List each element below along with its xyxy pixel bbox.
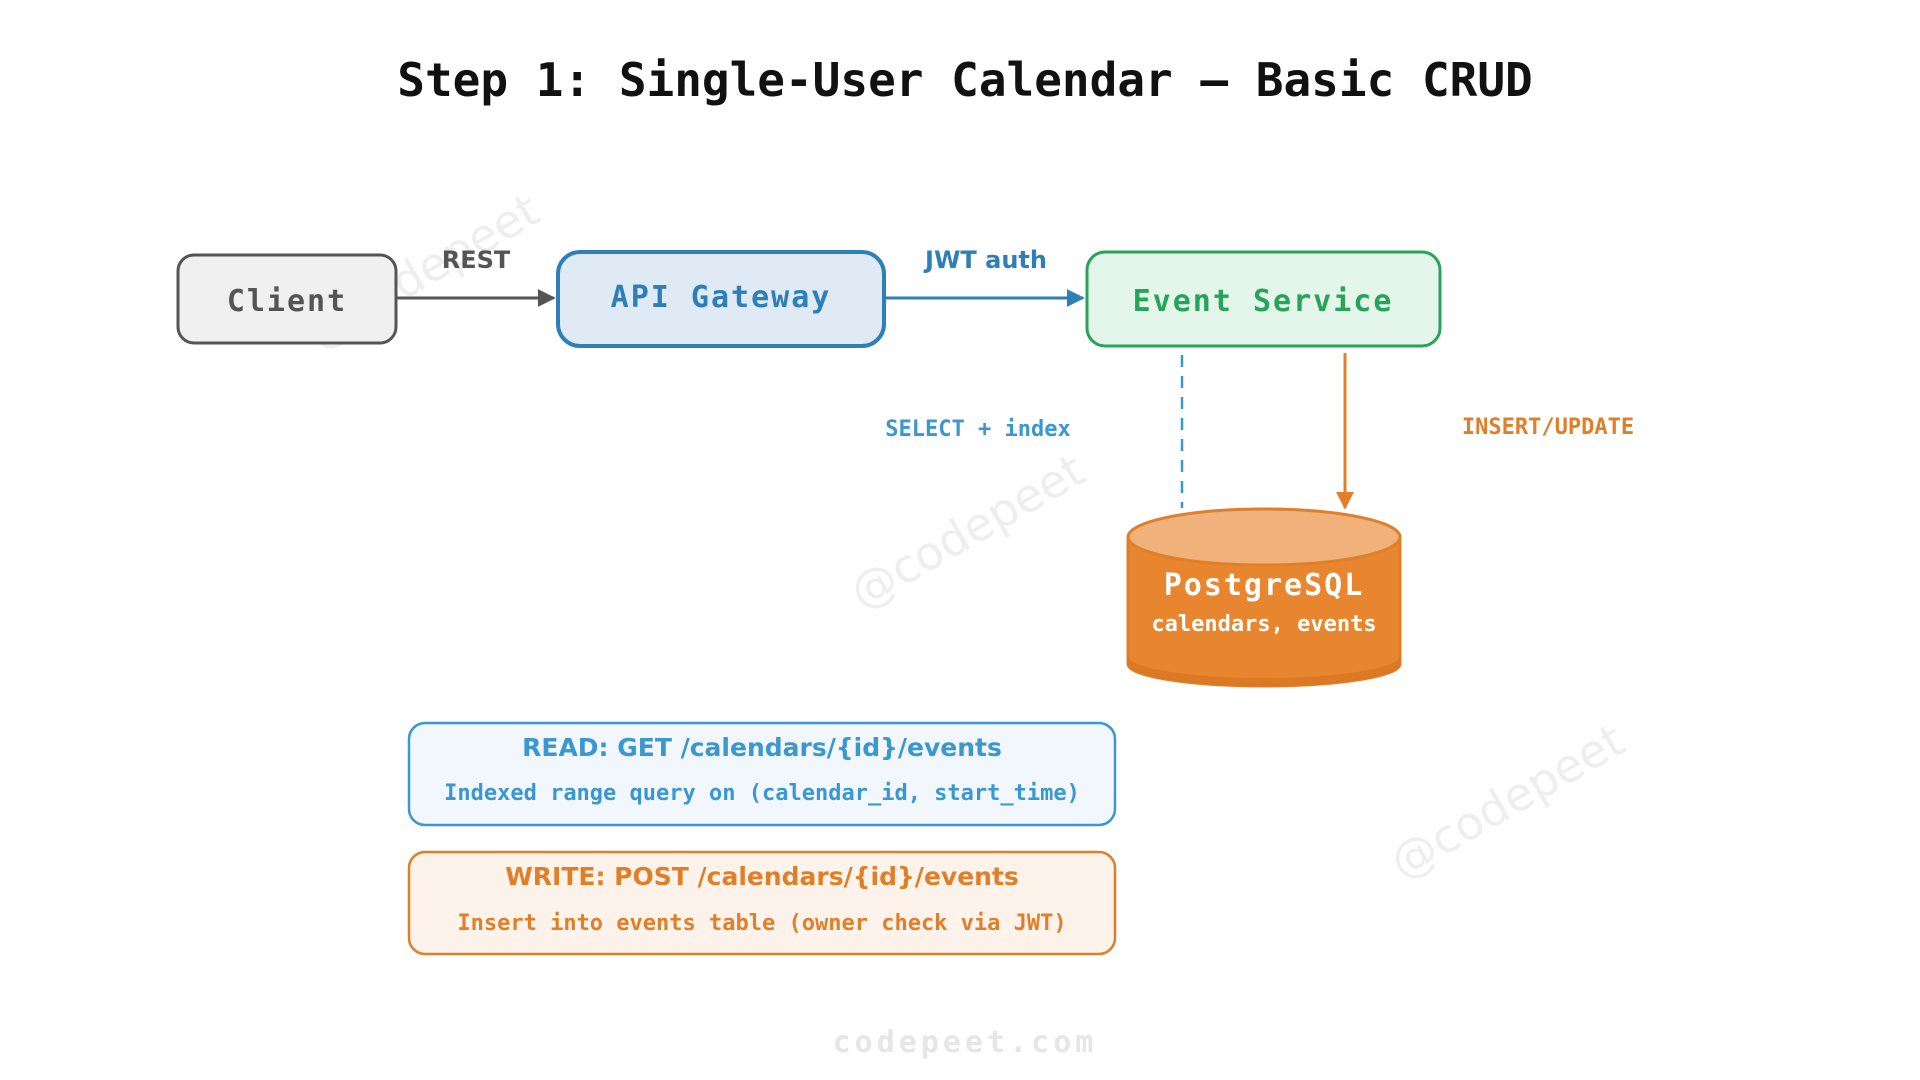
watermark: @codepeet [841, 443, 1094, 620]
footer-brand: codepeet.com [833, 1025, 1098, 1060]
note-write-title: WRITE: POST /calendars/{id}/events [505, 862, 1019, 891]
page-title: Step 1: Single-User Calendar — Basic CRU… [397, 53, 1532, 107]
note-read-detail: Indexed range query on (calendar_id, sta… [444, 781, 1080, 806]
node-client: Client [176, 253, 398, 345]
node-api-gateway: API Gateway [556, 250, 886, 348]
note-write: WRITE: POST /calendars/{id}/events Inser… [407, 850, 1117, 956]
node-event-service-label: Event Service [1133, 284, 1394, 319]
watermark: @codepeet [1381, 713, 1634, 890]
edge-label-jwt-auth: JWT auth [923, 246, 1047, 274]
edge-label-select-index: SELECT + index [885, 417, 1070, 442]
note-read: READ: GET /calendars/{id}/events Indexed… [407, 721, 1117, 827]
note-write-detail: Insert into events table (owner check vi… [457, 911, 1066, 936]
node-postgresql-label: PostgreSQL [1164, 568, 1365, 603]
note-read-title: READ: GET /calendars/{id}/events [522, 733, 1002, 762]
node-api-gateway-label: API Gateway [611, 280, 832, 315]
edge-label-rest: REST [442, 246, 511, 274]
edge-label-insert-update: INSERT/UPDATE [1462, 415, 1634, 440]
node-postgresql-database: PostgreSQL calendars, events [1126, 507, 1402, 688]
node-client-label: Client [227, 284, 347, 319]
node-event-service: Event Service [1085, 250, 1442, 348]
node-postgresql-tables: calendars, events [1151, 612, 1376, 637]
